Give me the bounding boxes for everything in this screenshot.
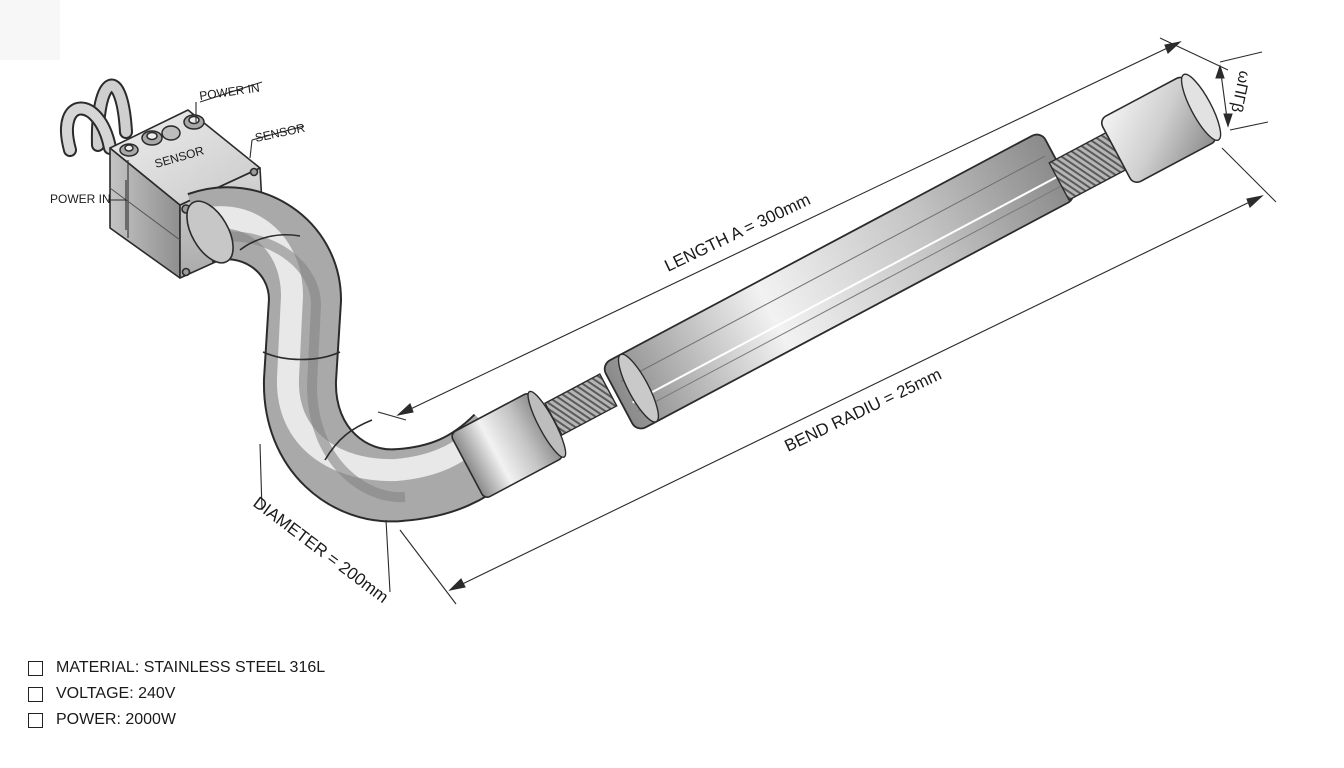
spec-checkbox[interactable] [28,686,43,702]
spec-label: MATERIAL: STAINLESS STEEL 316L [56,659,326,676]
box-screw [249,167,259,177]
power-in-top-label: POWER IN [198,81,260,103]
left-coupling [451,390,567,498]
main-body [603,133,1074,430]
spec-checkbox[interactable] [28,712,43,728]
spec-label: POWER: 2000W [56,711,177,728]
spec-item-voltage: VOLTAGE: 240V [28,681,325,707]
terminal-connectors [119,114,205,157]
spec-item-power: POWER: 2000W [28,707,325,733]
corner-shade [0,0,60,60]
spec-checkbox[interactable] [28,660,43,676]
spec-list: MATERIAL: STAINLESS STEEL 316L VOLTAGE: … [28,655,325,733]
box-screw [181,267,191,277]
heater-tube [187,186,527,523]
tube-entry-collar [186,200,234,264]
tube-seams [239,233,373,461]
spec-label: VOLTAGE: 240V [56,685,176,702]
power-in-left-label: POWER IN [50,192,111,206]
power-wire-loops [60,78,133,157]
sensor-label: SENSOR [254,121,307,145]
end-dimension-label: ωΠΓβ [1227,69,1252,114]
length-dimension-label: LENGTH A = 300mm [662,190,814,276]
spec-item-material: MATERIAL: STAINLESS STEEL 316L [28,655,325,681]
end-cap [1100,73,1222,184]
bend-radius-dimension-label: BEND RADIU = 25mm [782,365,945,456]
left-thread [544,373,618,436]
dimension-lines [108,37,1277,605]
